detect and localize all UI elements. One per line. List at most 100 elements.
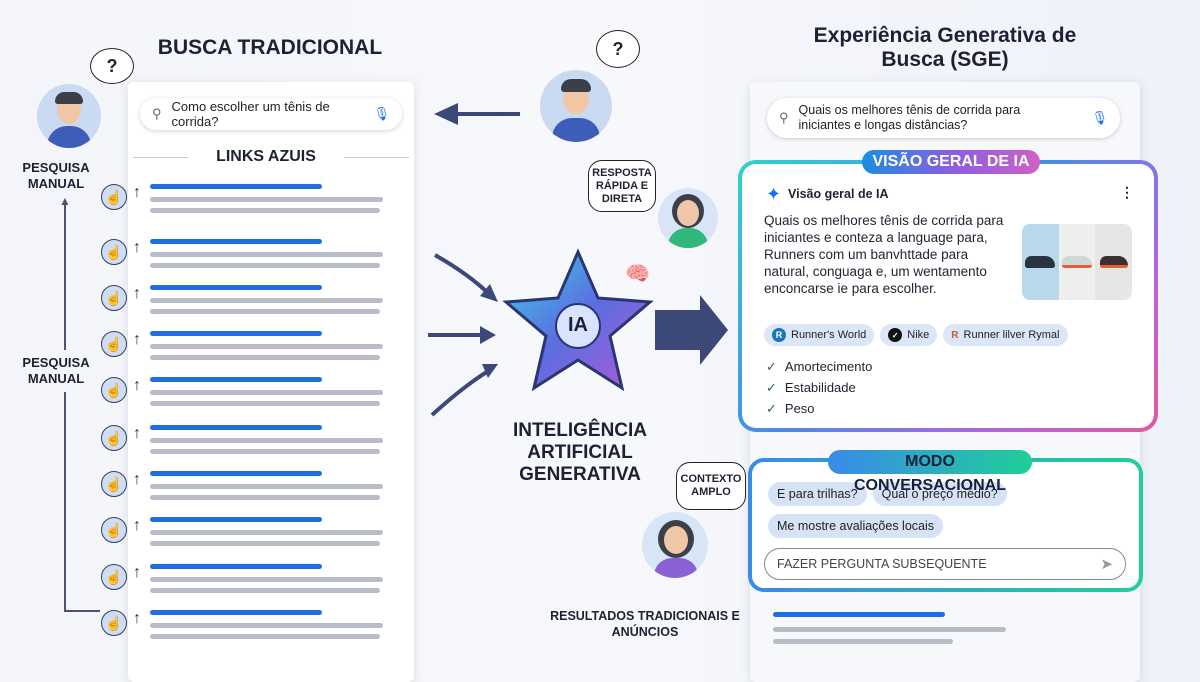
user-avatar-confused — [37, 84, 101, 148]
arrow-in-icon — [434, 253, 492, 297]
manual-search-label: PESQUISA MANUAL — [22, 160, 90, 191]
broad-context-bubble: CONTEXTO AMPLO — [676, 462, 746, 510]
result-snippet-bar — [773, 627, 1006, 632]
generative-ai-title: INTELIGÊNCIA ARTIFICIAL GENERATIVA — [512, 420, 648, 485]
blue-link-bar[interactable] — [150, 517, 322, 522]
ai-overview-text: Quais os melhores tênis de corrida para … — [764, 213, 1004, 296]
check-item: Estabilidade — [784, 380, 856, 395]
snippet-bar — [150, 623, 383, 628]
blue-link-bar[interactable] — [150, 471, 322, 476]
arrow-up-icon: ↑ — [133, 285, 141, 302]
manual-flow-line — [64, 610, 100, 612]
arrow-up-icon: ↑ — [133, 184, 141, 201]
shoe-images[interactable] — [1022, 224, 1132, 300]
manual-search-label: PESQUISA MANUAL — [22, 355, 90, 386]
click-hand-icon: ☝ — [101, 377, 127, 403]
snippet-bar — [150, 541, 380, 546]
traditional-results-label: RESULTADOS TRADICIONAIS E ANÚNCIOS — [550, 609, 740, 639]
sge-title: Experiência Generativa de Busca (SGE) — [813, 24, 1077, 71]
followup-placeholder: FAZER PERGUNTA SUBSEQUENTE — [777, 557, 987, 571]
ai-star-label: IA — [568, 314, 588, 336]
blue-link-bar[interactable] — [150, 239, 322, 244]
conversational-card: E para trilhas?Qual o preço médio? Me mo… — [748, 458, 1143, 592]
source-label: Nike — [907, 329, 930, 341]
click-hand-icon: ☝ — [101, 610, 127, 636]
snippet-bar — [150, 344, 383, 349]
arrow-up-icon: ↑ — [133, 471, 141, 488]
arrow-up-icon: ↑ — [133, 331, 141, 348]
shoe-image — [1062, 256, 1092, 268]
user-avatar-happy — [642, 512, 708, 578]
shoe-image — [1025, 256, 1056, 268]
blue-link-bar[interactable] — [150, 610, 322, 615]
arrow-up-icon: ↑ — [133, 610, 141, 627]
snippet-bar — [150, 588, 380, 593]
ai-overview-header: Visão geral de IA — [788, 187, 889, 201]
sparkle-icon: ✦ — [766, 184, 782, 204]
snippet-bar — [150, 577, 383, 582]
conversational-badge: MODO CONVERSACIONAL — [828, 450, 1032, 494]
thought-bubble: ? — [596, 30, 640, 68]
ai-overview-card: ✦ Visão geral de IA ⋮ Quais os melhores … — [738, 160, 1158, 432]
user-avatar-confused — [540, 70, 612, 142]
snippet-bar — [150, 390, 383, 395]
runners-world-icon: R — [772, 328, 786, 342]
traditional-search-title: BUSCA TRADICIONAL — [157, 36, 383, 59]
source-label: Runner lilver Rymal — [963, 329, 1060, 341]
thought-bubble: ? — [90, 48, 134, 84]
check-icon: ✓ — [766, 359, 777, 374]
click-hand-icon: ☝ — [101, 239, 127, 265]
check-item: Peso — [784, 401, 815, 416]
click-hand-icon: ☝ — [101, 331, 127, 357]
click-hand-icon: ☝ — [101, 564, 127, 590]
snippet-bar — [150, 634, 380, 639]
user-avatar-happy — [658, 188, 718, 248]
snippet-bar — [150, 309, 380, 314]
blue-link-bar[interactable] — [150, 377, 322, 382]
more-options-icon[interactable]: ⋮ — [1120, 184, 1134, 200]
send-icon[interactable]: ➤ — [1100, 556, 1113, 573]
microphone-icon[interactable]: 🎙 — [1091, 110, 1108, 125]
search-query: Como escolher um tênis de corrida? — [171, 99, 330, 129]
snippet-bar — [150, 484, 383, 489]
snippet-bar — [150, 530, 383, 535]
arrow-in-icon — [430, 368, 492, 417]
result-snippet-bar — [773, 639, 953, 644]
blue-link-bar[interactable] — [150, 331, 322, 336]
blue-link-bar[interactable] — [150, 184, 322, 189]
check-item: Amortecimento — [784, 359, 873, 374]
suggestion-chip[interactable]: E para trilhas? — [768, 482, 867, 506]
blue-link-bar[interactable] — [150, 425, 322, 430]
arrow-up-icon: ↑ — [133, 377, 141, 394]
arrow-up-icon: ↑ — [133, 239, 141, 256]
click-hand-icon: ☝ — [101, 471, 127, 497]
blue-links-header: LINKS AZUIS — [188, 148, 344, 166]
microphone-icon[interactable]: 🎙 — [373, 106, 390, 121]
result-link-bar[interactable] — [773, 612, 945, 617]
blue-link-bar[interactable] — [150, 285, 322, 290]
check-icon: ✓ — [766, 401, 777, 416]
snippet-bar — [150, 495, 380, 500]
source-label: Runner's World — [791, 329, 867, 341]
arrow-up-icon: ↑ — [133, 517, 141, 534]
snippet-bar — [150, 252, 383, 257]
suggestion-chip[interactable]: Qual o preço médio? — [872, 482, 1007, 506]
manual-flow-line — [64, 200, 66, 350]
arrow-right-icon — [655, 295, 728, 365]
followup-input[interactable]: FAZER PERGUNTA SUBSEQUENTE ➤ — [764, 548, 1126, 580]
snippet-bar — [150, 438, 383, 443]
traditional-search-bar[interactable]: ⚲ Como escolher um tênis de corrida? 🎙 — [140, 98, 402, 130]
click-hand-icon: ☝ — [101, 425, 127, 451]
blue-link-bar[interactable] — [150, 564, 322, 569]
source-chip[interactable]: ✓Nike — [880, 324, 938, 346]
arrow-up-icon: ↑ — [133, 425, 141, 442]
source-chip[interactable]: R Runner's World — [764, 324, 875, 346]
arrow-up-icon: ↑ — [133, 564, 141, 581]
snippet-bar — [150, 298, 383, 303]
fast-answer-bubble: RESPOSTA RÁPIDA E DIRETA — [588, 160, 656, 212]
suggestion-chip[interactable]: Me mostre avaliações locais — [768, 514, 944, 538]
check-icon: ✓ — [766, 380, 777, 395]
sge-search-bar[interactable]: ⚲ Quais os melhores tênis de corrida par… — [767, 98, 1120, 138]
